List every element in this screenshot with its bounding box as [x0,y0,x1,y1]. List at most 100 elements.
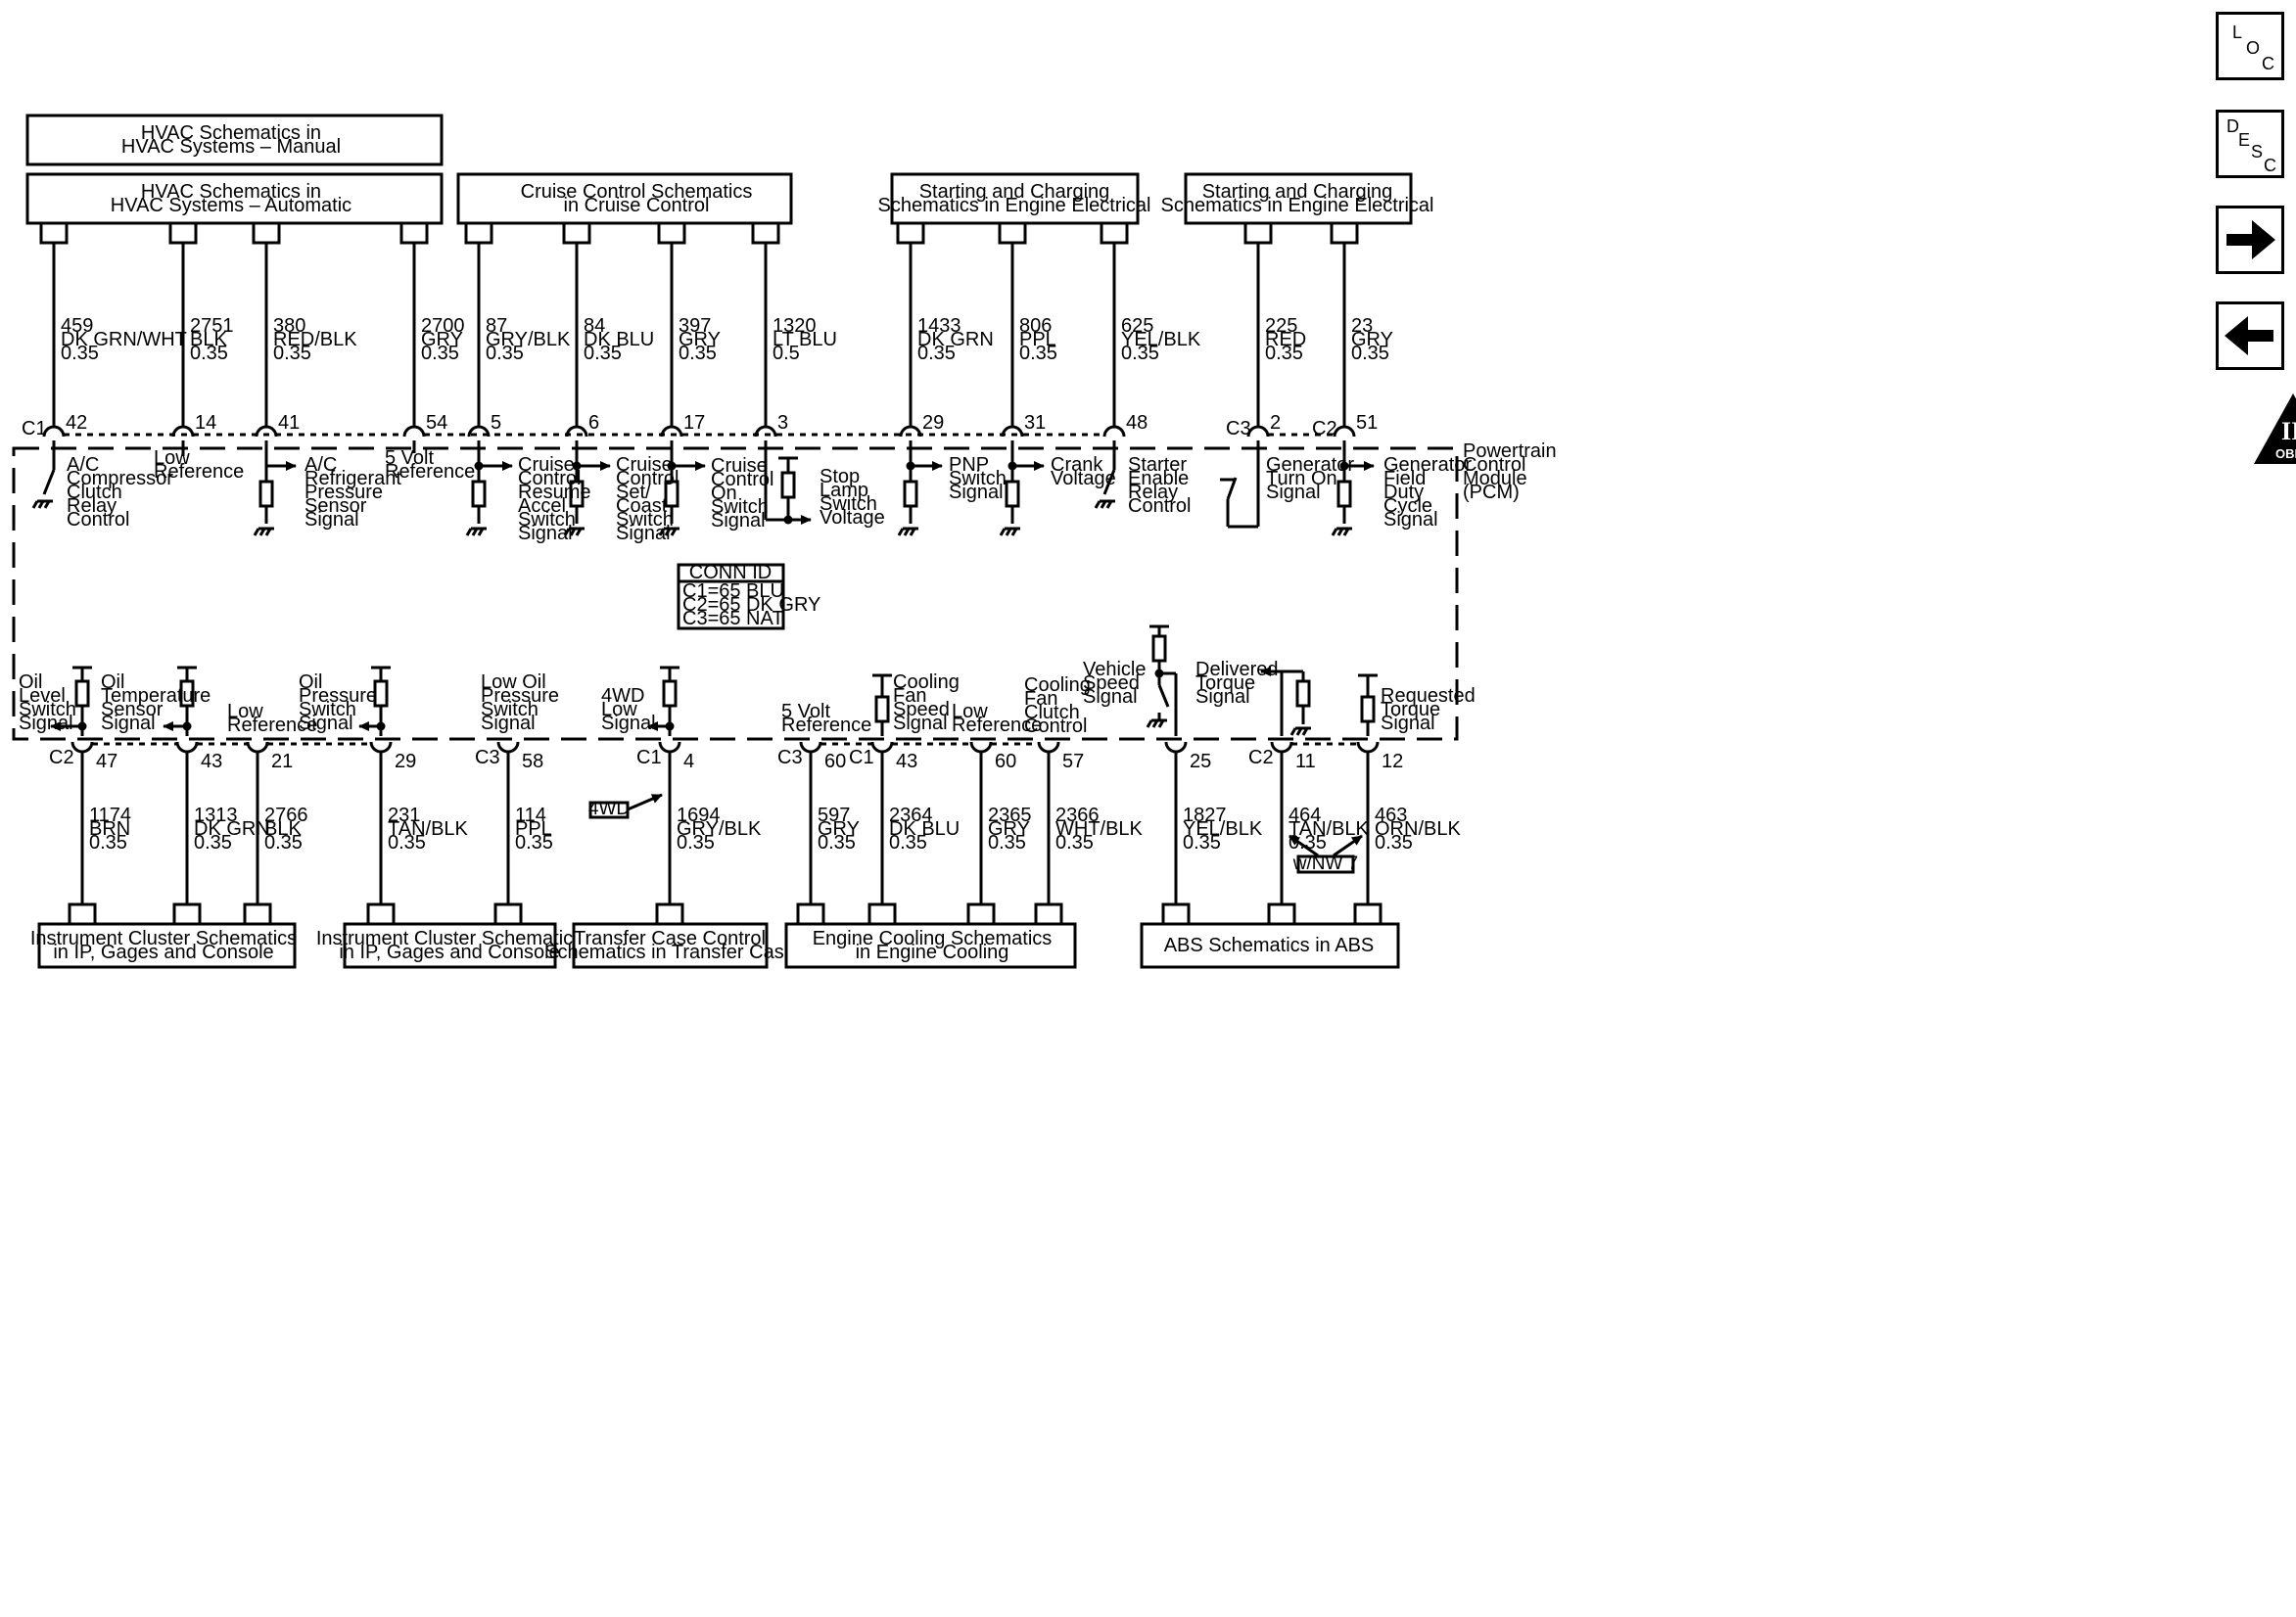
wire-spec: 2700 [421,315,465,337]
wire-spec: 0.35 [917,343,956,364]
circuit-label: Control [711,469,773,490]
circuit-label: Delivered [1195,659,1278,680]
circuit-label: Signal [1383,509,1438,531]
bottom-box-text: Schematics in Transfer Case [544,942,795,963]
top-box-text: HVAC Schematics in [141,122,321,144]
circuit-label: Signal [949,482,1004,503]
circuit-label: Generator [1383,454,1472,476]
obd-ii-button[interactable]: II OBD II [2252,392,2296,466]
wire-spec: 2751 [190,315,234,337]
pin-number: 41 [278,412,300,434]
loc-letter-o: O [2246,38,2261,58]
loc-letter-c: C [2262,54,2274,73]
circuit-label: Reference [227,715,317,736]
pin-number: 48 [1126,412,1148,434]
previous-page-button[interactable] [2216,301,2284,370]
conn-id-entry: C2=65 DK GRY [682,594,820,616]
ground-symbol [253,528,260,536]
circuit-label: Vehicle [1083,659,1147,680]
ground-symbol [1005,528,1012,536]
ground-symbol [1157,719,1165,728]
circuit-label: Switch [711,496,769,518]
connector-pin [799,741,822,754]
pin-number: 42 [66,412,87,434]
circuit-label: Field [1383,468,1426,489]
wire-spec: 0.35 [584,343,622,364]
connector-foot [168,223,198,245]
switch-symbol [1102,469,1116,495]
connector-pin [1164,741,1188,754]
circuit-label: Resume [518,482,590,503]
wire-spec: 0.35 [1019,343,1057,364]
wire-spec: 0.35 [190,343,228,364]
connector-id: C2 [49,747,74,768]
circuit-label: Signal [1381,713,1435,734]
circuit-label: Signal [893,713,948,734]
wire-spec: YEL/BLK [1121,329,1201,350]
ground-symbol [664,528,672,536]
connector-foot [1100,223,1129,245]
switch-symbol [42,469,56,495]
wire-spec: 1827 [1183,805,1227,826]
wire-spec: 1174 [89,805,131,826]
circuit-label: Switch [299,699,356,720]
wire-spec: 0.35 [515,832,553,854]
wire-spec: 2365 [988,805,1032,826]
circuit-label: Switch [949,468,1007,489]
circuit-label: Cooling [1024,674,1091,696]
4wd-tag-frame [588,801,630,819]
connector-foot [1330,223,1359,245]
ground-symbol [37,500,45,509]
wire-spec: BLK [264,818,302,840]
circuit-label: Switch [518,509,576,531]
loc-button[interactable]: L O C [2216,12,2284,80]
bottom-box-text: in IP, Gages and Console [53,942,273,963]
desc-letter-e: E [2238,130,2251,150]
circuit-label: Control [1128,495,1191,517]
bottom-schematic-box: ABS Schematics in ABS [1140,902,1400,969]
connector-id: C1 [636,747,662,768]
pin-number: 12 [1382,751,1403,772]
connector-pin [175,741,199,754]
circuit-label: Signal [19,713,73,734]
bottom-box-text: Engine Cooling Schematics [813,928,1053,949]
next-page-button[interactable] [2216,206,2284,274]
circuit-label: Signal [616,523,671,544]
circuit-label: Level [19,685,66,707]
connector-foot [657,223,686,245]
resistor-symbol [780,471,796,499]
wire-spec: 0.35 [677,832,715,854]
wire-spec: 0.35 [421,343,459,364]
ground-symbol [465,528,473,536]
resistor-symbol [1005,480,1020,508]
circuit-label: Switch [820,493,877,515]
connector-foot [1353,902,1382,924]
circuit-label: Temperature [101,685,211,707]
circuit-label: Low [154,447,190,469]
loc-letter-l: L [2232,23,2243,42]
connector-foot [1161,902,1191,924]
wire-spec: 0.35 [1375,832,1413,854]
connector-pin [658,741,681,754]
wire-spec: 0.35 [273,343,311,364]
wire-spec: GRY [988,818,1030,840]
connector-foot [493,902,523,924]
ground-symbol [1151,719,1159,728]
desc-button[interactable]: D E S C [2216,110,2284,178]
connector-foot [796,902,825,924]
resistor-symbol [471,480,487,508]
connector-id: C3 [1226,418,1251,439]
top-box-frame [456,172,793,225]
wire-spec: 0.35 [486,343,524,364]
circuit-label: Voltage [820,507,885,529]
connector-pin [1333,425,1356,438]
connector-foot [399,223,429,245]
wire-spec: LT BLU [773,329,837,350]
connector-foot [655,902,684,924]
wire-spec: 231 [388,805,420,826]
circuit-label: Sensor [101,699,164,720]
circuit-label: Cycle [1383,495,1432,517]
circuit-label: Switch [616,509,674,531]
ground-symbol [1105,500,1113,509]
